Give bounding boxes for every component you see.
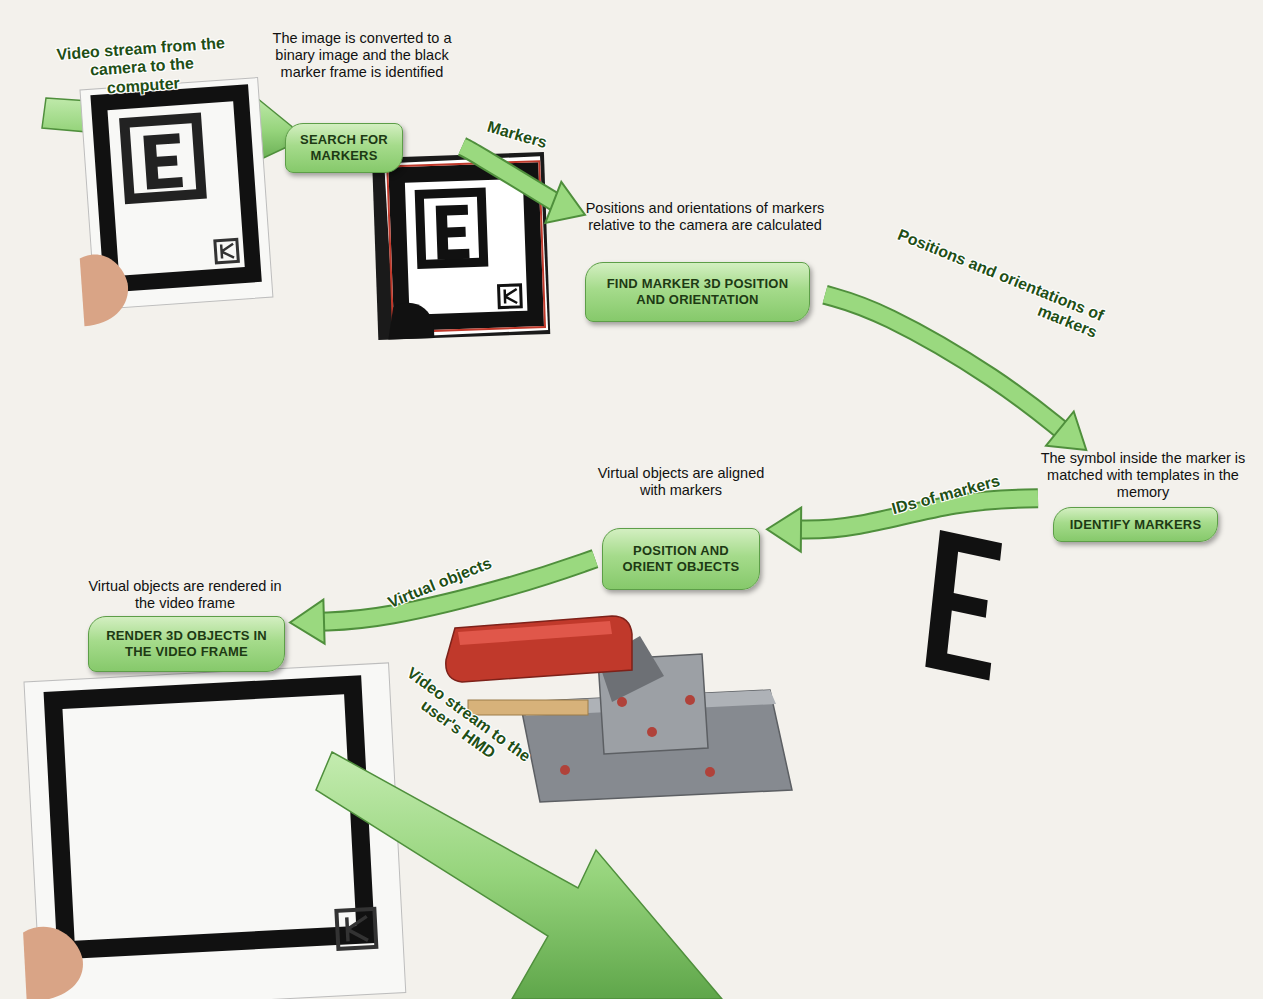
arrow-head	[290, 600, 325, 644]
process-box: POSITION AND ORIENT OBJECTS	[602, 528, 760, 590]
process-box: RENDER 3D OBJECTS IN THE VIDEO FRAME	[88, 616, 285, 672]
arrow-head	[1046, 411, 1086, 450]
edge-label: Positions and orientations of markers	[870, 218, 1106, 342]
arrow-head	[545, 182, 585, 223]
process-step: The image is converted to a binary image…	[262, 30, 462, 174]
augmented-photo	[10, 663, 428, 999]
edge-label: Virtual objects	[372, 548, 509, 617]
flow-label: Video stream from the camera to the comp…	[50, 34, 233, 102]
video-stream-arrow	[316, 752, 722, 999]
process-step: Positions and orientations of markers re…	[585, 200, 825, 323]
step-title: RENDER 3D OBJECTS IN THE VIDEO FRAME	[97, 628, 276, 659]
process-box: IDENTIFY MARKERS	[1053, 507, 1218, 542]
step-title: SEARCH FOR MARKERS	[294, 132, 394, 163]
marker-symbol	[925, 530, 1004, 680]
step-description: The image is converted to a binary image…	[262, 30, 462, 81]
process-box: SEARCH FOR MARKERS	[285, 123, 403, 173]
flow-arrow	[462, 146, 585, 222]
arrow-outline	[462, 146, 560, 204]
arrow-shaft	[462, 146, 560, 204]
process-step: Virtual objects are rendered in the vide…	[80, 578, 290, 673]
step-title: IDENTIFY MARKERS	[1070, 517, 1202, 533]
process-box: FIND MARKER 3D POSITION AND ORIENTATION	[585, 262, 810, 322]
step-title: POSITION AND ORIENT OBJECTS	[611, 543, 751, 574]
step-description: Virtual objects are aligned with markers	[595, 465, 767, 499]
step-description: The symbol inside the marker is matched …	[1038, 450, 1248, 501]
step-description: Positions and orientations of markers re…	[585, 200, 825, 234]
process-step: The symbol inside the marker is matched …	[1038, 450, 1248, 542]
edge-label: IDs of markers	[876, 468, 1016, 522]
process-step: Virtual objects are aligned with markers…	[595, 465, 767, 592]
step-description: Virtual objects are rendered in the vide…	[80, 578, 290, 612]
step-title: FIND MARKER 3D POSITION AND ORIENTATION	[594, 276, 801, 307]
marker-photo	[68, 78, 274, 327]
clamp-model	[446, 616, 792, 802]
edge-label: Markers	[462, 111, 573, 159]
flow-label: Video stream to the user's HMD	[392, 663, 535, 781]
arrow-head	[767, 508, 801, 552]
